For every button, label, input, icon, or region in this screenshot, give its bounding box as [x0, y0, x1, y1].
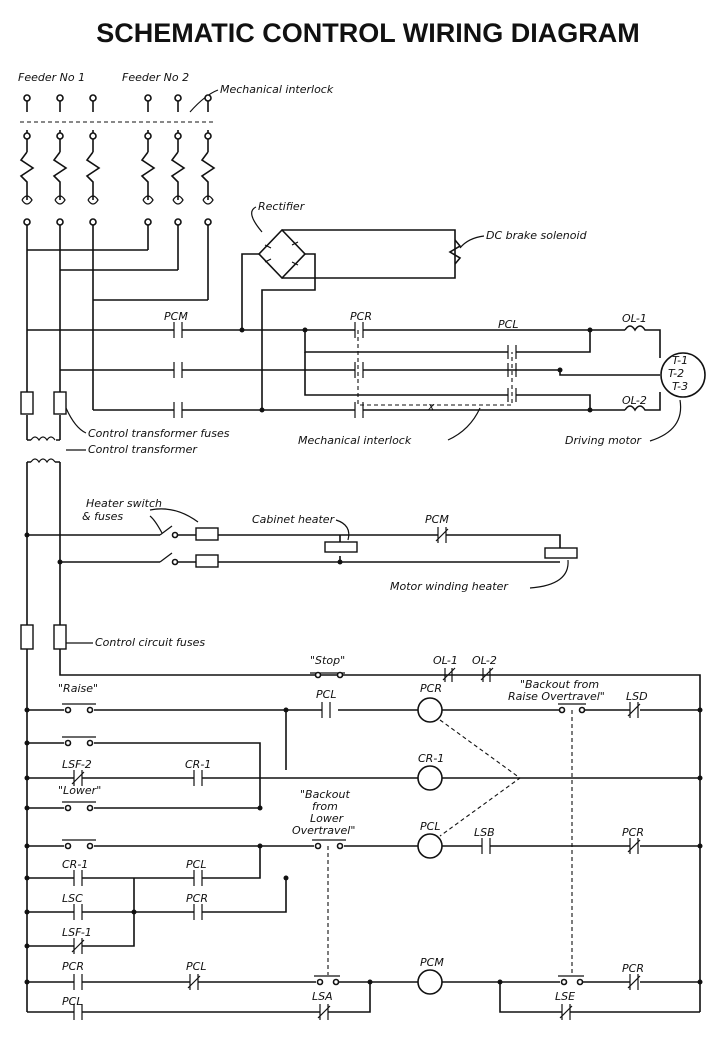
lse-label: LSE: [555, 990, 575, 1003]
control-circuit-fuses-label: Control circuit fuses: [95, 636, 205, 649]
pcl-rung1-label: PCL: [316, 688, 336, 701]
pcl-l-label: PCL: [186, 858, 206, 871]
control-transformer-section: Control transformer fuses Control transf…: [20, 330, 682, 625]
pcl-rung5-label: PCL: [62, 995, 82, 1008]
raise-label: "Raise": [58, 682, 98, 695]
ct-fuse-2: [53, 391, 67, 415]
ct-fuses-label: Control transformer fuses: [88, 427, 230, 440]
cr1-coil: [417, 765, 443, 791]
pcr-l-label: PCR: [186, 892, 208, 905]
backout-lower-label-4: Overtravel": [292, 824, 355, 837]
heater-section: Heater switch & fuses PCM Cabinet heater…: [24, 497, 578, 593]
ol2-ctrl-label: OL-2: [472, 654, 497, 667]
ct-fuse-1: [20, 391, 34, 415]
heater-fuse-2: [195, 554, 219, 568]
ct-secondary: [30, 458, 56, 464]
t1-label: T-1: [672, 354, 688, 367]
control-fuse-2: [53, 624, 67, 650]
lsc-label: LSC: [62, 892, 83, 905]
control-fuse-1: [20, 624, 34, 650]
ct-label: Control transformer: [88, 443, 198, 456]
feeder-section: Feeder No 1 Feeder No 2 Mechanical inter…: [18, 71, 334, 410]
backout-lower-label-3: Lower: [310, 812, 345, 825]
backout-raise-label-2: Raise Overtravel": [508, 690, 605, 703]
pcl-rung4-label: PCL: [186, 960, 206, 973]
rectifier-label: Rectifier: [258, 200, 306, 213]
cr1-l-label: CR-1: [62, 858, 88, 871]
lsf2-label: LSF-2: [62, 758, 92, 771]
pcm-coil-label: PCM: [420, 956, 444, 969]
rectifier-section: Rectifier DC brake solenoid: [241, 200, 588, 410]
heater-fuse-1: [195, 527, 219, 541]
power-lines: PCM PCR PCL OL-1 OL-2 T-1 T-2 T-3 x: [27, 310, 706, 418]
backout-raise-label-1: "Backout from: [520, 678, 599, 691]
cabinet-heater-label: Cabinet heater: [252, 513, 336, 526]
cabinet-heater: [324, 541, 358, 553]
lsb-label: LSB: [474, 826, 495, 839]
ct-primary: [30, 436, 56, 442]
rectifier-bridge: [257, 228, 307, 280]
pcm-coil: [417, 969, 443, 995]
driving-motor: [660, 352, 706, 398]
ol1-power-label: OL-1: [622, 312, 647, 325]
backout-lower-label-2: from: [312, 800, 338, 813]
pcr-power-label: PCR: [350, 310, 372, 323]
mech-interlock-mid-label: Mechanical interlock: [298, 434, 412, 447]
heater-switch-label-1: Heater switch: [86, 497, 162, 510]
motor-winding-heater: [544, 547, 578, 559]
pcl-coil: [417, 833, 443, 859]
pcr-coil-label: PCR: [420, 682, 442, 695]
feeder-1-label: Feeder No 1: [18, 71, 85, 84]
pcl-power-label: PCL: [498, 318, 518, 331]
lsd-label: LSD: [626, 690, 648, 703]
feeder-1-disconnect: [19, 94, 101, 410]
backout-tie-dashlines: [327, 710, 573, 975]
driving-motor-label: Driving motor: [565, 434, 643, 447]
motor-winding-heater-label: Motor winding heater: [390, 580, 509, 593]
t3-label: T-3: [672, 380, 688, 393]
feeder-2-label: Feeder No 2: [122, 71, 189, 84]
dc-brake-solenoid: [448, 239, 462, 265]
lsa-label: LSA: [312, 990, 333, 1003]
feeder-2-disconnect: [140, 94, 216, 300]
cr1-tie-dashline: [439, 719, 521, 837]
lsf1-label: LSF-1: [62, 926, 92, 939]
diagram-title: SCHEMATIC CONTROL WIRING DIAGRAM: [96, 18, 639, 48]
pcr-rung4-label: PCR: [62, 960, 84, 973]
cr1-contact-label: CR-1: [185, 758, 211, 771]
mechanical-interlock-top-label: Mechanical interlock: [220, 83, 334, 96]
pcr-rung3-label: PCR: [622, 826, 644, 839]
interlock-x: x: [427, 400, 435, 413]
cr1-coil-label: CR-1: [418, 752, 444, 765]
t2-label: T-2: [668, 367, 684, 380]
ol2-power-label: OL-2: [622, 394, 647, 407]
stop-label: "Stop": [310, 654, 345, 667]
pcm-heater-label: PCM: [425, 513, 449, 526]
pcm-power-label: PCM: [164, 310, 188, 323]
heater-switch-label-2: & fuses: [82, 510, 123, 523]
mechanical-interlock-mid-dashline: [357, 330, 513, 406]
control-ladder: "Stop" OL-1 OL-2 "Raise" PCL PCR "Backou…: [24, 654, 703, 1020]
ol1-ctrl-label: OL-1: [433, 654, 458, 667]
dc-brake-label: DC brake solenoid: [486, 229, 588, 242]
pcl-coil-label: PCL: [420, 820, 440, 833]
pcr-coil: [417, 697, 443, 723]
lower-label: "Lower": [58, 784, 101, 797]
backout-lower-label-1: "Backout: [300, 788, 350, 801]
pcr-rung4b-label: PCR: [622, 962, 644, 975]
